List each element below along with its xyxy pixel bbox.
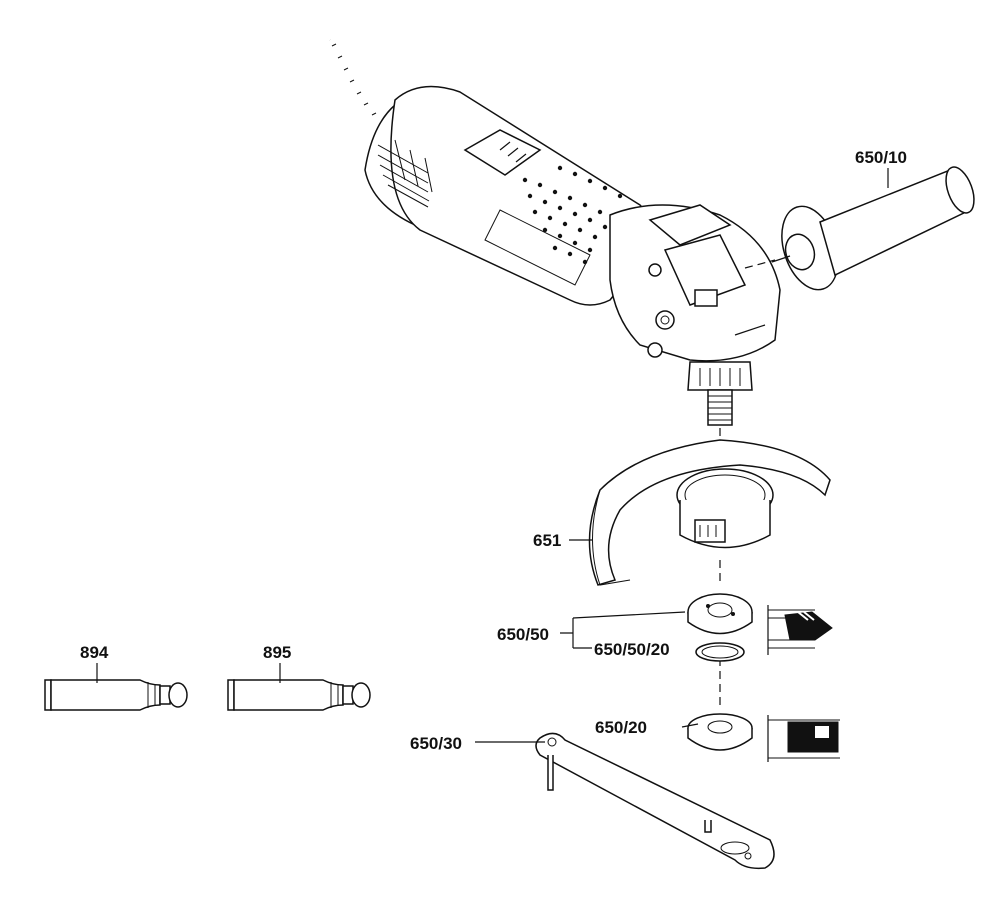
- leader-lines: [96, 168, 889, 743]
- label-side-handle: 650/10: [855, 148, 907, 167]
- grease-tube-895: [227, 679, 371, 711]
- wheel-guard: [588, 439, 831, 586]
- label-flange-nut-set: 650/50: [497, 625, 549, 644]
- label-tube-894: 894: [80, 643, 109, 662]
- label-tube-895: 895: [263, 643, 291, 662]
- label-mounting-flange: 650/20: [595, 718, 647, 737]
- flange-nut-profile-symbol: [767, 605, 833, 655]
- flange-nut: [687, 593, 753, 662]
- grease-tube-894: [44, 679, 188, 711]
- label-guard: 651: [533, 531, 561, 550]
- mounting-flange-profile-symbol: [767, 715, 840, 762]
- label-flange-nut-ring: 650/50/20: [594, 640, 670, 659]
- side-handle: [771, 166, 975, 291]
- label-spanner: 650/30: [410, 734, 462, 753]
- mounting-flange: [687, 713, 753, 751]
- two-pin-spanner: [535, 732, 775, 870]
- angle-grinder-body: [327, 38, 781, 426]
